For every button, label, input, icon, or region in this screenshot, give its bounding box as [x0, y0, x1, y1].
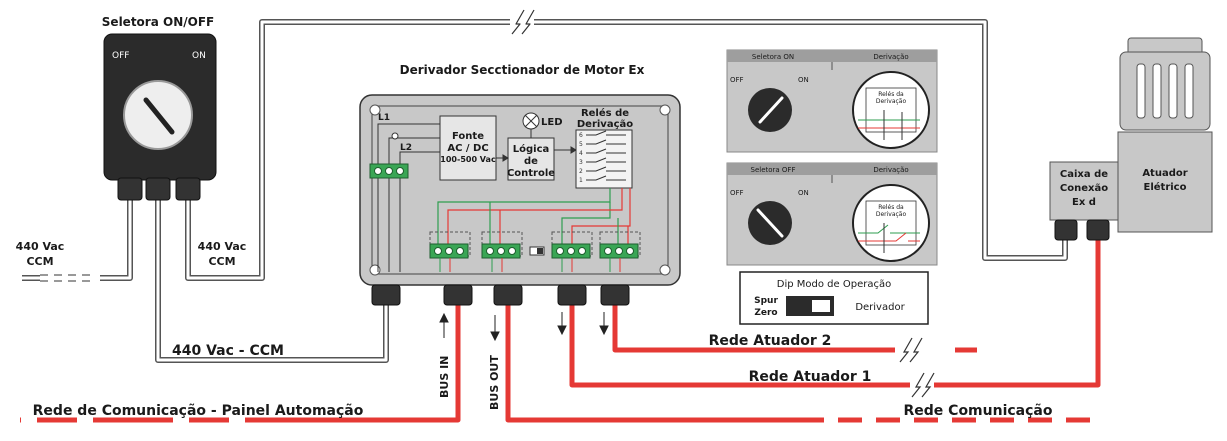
led-label: LED: [541, 117, 563, 128]
relay-number: 5: [579, 141, 583, 148]
fonte-line-1: Fonte: [452, 131, 484, 142]
derivador-glands: [371, 284, 630, 306]
selector-knob-icon: [143, 97, 175, 135]
selector-off-label: OFF: [112, 51, 129, 61]
derivador-title: Derivador Secctionador de Motor Ex: [400, 63, 645, 77]
line-l1-label: L1: [378, 113, 390, 123]
dip-right-label: Derivador: [855, 302, 905, 313]
control-logic-box: [507, 137, 555, 181]
electric-actuator: Atuador Elétrico Caixa de Conexão Ex d: [1049, 37, 1213, 241]
reles-line-2: Derivação: [577, 119, 633, 130]
led-icon: [522, 112, 540, 130]
selector-title: Seletora ON/OFF: [102, 15, 214, 29]
junction-box: [1049, 161, 1119, 221]
terminal-block-actuator-1: [551, 243, 591, 259]
dip-title: Dip Modo de Operação: [777, 279, 891, 290]
dip-switch-small-icon: [529, 246, 545, 256]
net-automation-label: Rede de Comunicação - Painel Automação: [33, 403, 364, 419]
panel-bottom-knob-icon: [756, 208, 784, 238]
net-actuator2-label: Rede Atuador 2: [709, 333, 832, 349]
supply-mid-line1: 440 Vac: [198, 240, 247, 253]
fonte-line-2: AC / DC: [447, 143, 488, 154]
power-cables: [22, 9, 1068, 363]
panel-selector-on: Seletora ON Derivação OFF ON Relés da De…: [726, 49, 938, 153]
panel-top-knob-icon: [758, 96, 784, 124]
derivador-unit: Derivador Secctionador de Motor Ex L1 L2: [359, 63, 681, 306]
relay-number: 6: [579, 132, 583, 139]
junction-line-1: Caixa de: [1060, 169, 1108, 180]
dip-mode-switch: Dip Modo de Operação Spur Zero Derivador: [739, 271, 929, 325]
actuator-motor: [1119, 51, 1211, 131]
panel-top-right-header: Derivação: [873, 53, 908, 61]
selector-glands: [117, 177, 201, 201]
junction-line-2: Conexão: [1060, 183, 1108, 194]
actuator-body: [1117, 131, 1213, 233]
supply-mid-line2: CCM: [208, 255, 235, 268]
panel-top-on: ON: [798, 76, 809, 84]
bus-arrows: [439, 312, 609, 342]
supply-left-line1: 440 Vac: [16, 240, 65, 253]
panel-top-detail-1: Relés da: [878, 91, 904, 98]
actuator-line-1: Atuador: [1142, 168, 1187, 179]
logica-line-2: de: [524, 156, 538, 167]
panel-bottom-on: ON: [798, 189, 809, 197]
net-communication-label: Rede Comunicação: [904, 403, 1053, 419]
fonte-line-3: 100-500 Vac: [440, 155, 496, 164]
reles-line-1: Relés de: [581, 107, 629, 119]
panel-bottom-right-header: Derivação: [873, 166, 908, 174]
net-actuator1-label: Rede Atuador 1: [749, 369, 872, 385]
actuator-line-2: Elétrico: [1144, 181, 1187, 193]
dip-left-line-2: Zero: [754, 308, 777, 318]
terminal-block-supply: [369, 163, 409, 179]
selector-switch: Seletora ON/OFF OFF ON: [102, 15, 217, 201]
panel-selector-off: Seletora OFF Derivação OFF ON Relés da D…: [726, 162, 938, 266]
line-l2-label: L2: [400, 143, 412, 153]
break-marks: [898, 337, 935, 398]
junction-line-3: Ex d: [1072, 197, 1096, 208]
supply-bottom-label: 440 Vac - CCM: [172, 343, 284, 359]
terminal-block-bus-in: [429, 243, 469, 259]
relay-contacts: [586, 130, 626, 181]
panel-top-off: OFF: [730, 76, 744, 84]
panel-bottom-off: OFF: [730, 189, 744, 197]
actuator-glands: [1054, 219, 1110, 241]
bus-out-label: BUS OUT: [488, 355, 501, 410]
relay-number: 2: [579, 168, 583, 175]
panel-bottom-detail-2: Derivação: [876, 211, 907, 218]
dip-left-line-1: Spur: [754, 296, 778, 306]
panel-bottom-detail-1: Relés da: [878, 204, 904, 211]
panel-top-left-header: Seletora ON: [752, 53, 794, 61]
ground-icon: [391, 132, 399, 140]
panel-top-detail-2: Derivação: [876, 98, 907, 105]
supply-left-line2: CCM: [26, 255, 53, 268]
relay-number: 3: [579, 159, 583, 166]
panel-bottom-left-header: Seletora OFF: [751, 166, 796, 174]
power-supply-box: [439, 115, 497, 181]
red-cables: [20, 240, 1101, 423]
bus-in-label: BUS IN: [438, 356, 451, 398]
selector-on-label: ON: [192, 51, 206, 61]
terminal-block-actuator-2: [599, 243, 639, 259]
terminal-block-bus-out: [481, 243, 521, 259]
logica-line-3: Controle: [507, 168, 555, 179]
dip-toggle-icon: [812, 300, 830, 312]
relay-number: 1: [579, 177, 583, 184]
relay-number: 4: [579, 150, 583, 157]
logica-line-1: Lógica: [513, 143, 550, 155]
